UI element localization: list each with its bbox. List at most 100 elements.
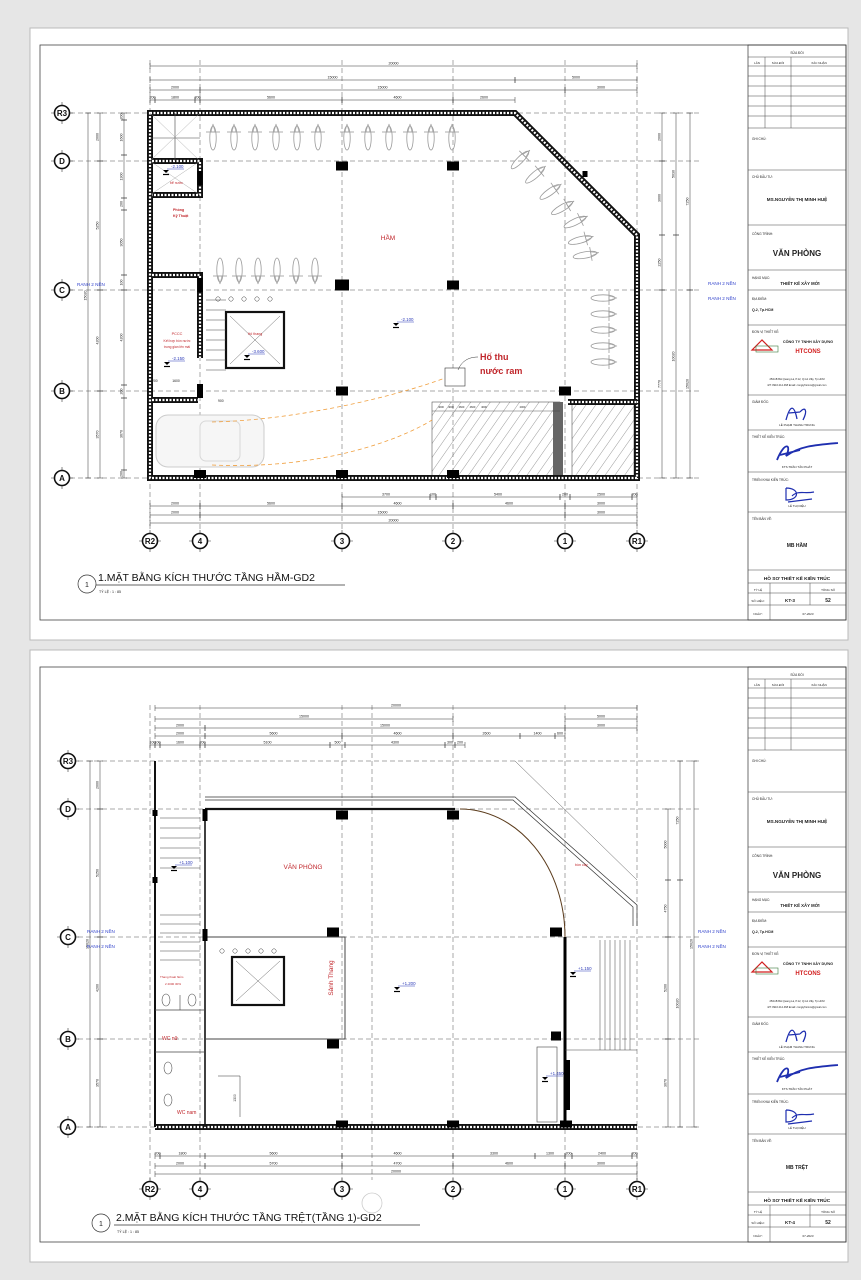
level-triangle-icon bbox=[163, 170, 169, 173]
motorbike-icon bbox=[551, 198, 575, 216]
column bbox=[152, 877, 158, 883]
toilet-fixture-icon bbox=[271, 948, 277, 954]
company-address: 25/11B Bùi Quang Là, P.12, Q.Gò Vấp, Tp.… bbox=[769, 999, 824, 1003]
grid-bubble-label: 3 bbox=[340, 1185, 345, 1194]
shaft-cross bbox=[149, 160, 201, 196]
grid-bubble-label: D bbox=[59, 157, 65, 166]
boundary-label: RANH 2 NỀN bbox=[708, 295, 736, 301]
room-label-fire-note: Kết hợp bồn nước bbox=[164, 339, 191, 343]
grid-bubble-label: B bbox=[65, 1035, 71, 1044]
grid-bubble: R3 bbox=[57, 750, 79, 772]
motorbike-body bbox=[406, 125, 414, 151]
column bbox=[551, 1031, 561, 1041]
canopy-edge bbox=[205, 799, 634, 926]
dimension-text: 1300 bbox=[120, 173, 124, 181]
motorbike-front bbox=[608, 295, 618, 301]
dimension-text: 1600 bbox=[176, 741, 184, 745]
callout-drain-pit: Hố thu bbox=[480, 352, 509, 362]
grid-bubble-label: A bbox=[59, 474, 65, 483]
motorbike-front bbox=[312, 275, 318, 285]
column bbox=[336, 1120, 348, 1128]
grid-bubble-circle bbox=[59, 1118, 77, 1136]
boundary-label: RANH 2 NỀN bbox=[708, 280, 736, 286]
column bbox=[152, 810, 158, 816]
motorbike-body bbox=[572, 250, 598, 260]
project-name: VĂN PHÒNG bbox=[773, 871, 821, 880]
drain-pit bbox=[444, 367, 466, 387]
revision-header: SỬA ĐỔI bbox=[790, 672, 803, 677]
revision-col-lan: LẦN bbox=[754, 683, 760, 687]
dimension-text: 2000 bbox=[171, 86, 179, 90]
dimension-text: 4600 bbox=[394, 1152, 402, 1156]
dimension-text: 1600 bbox=[172, 379, 180, 383]
total-label: TỔNG SỐ bbox=[821, 1209, 836, 1214]
dimension-text: 3570 bbox=[96, 1079, 100, 1087]
level-text: +1.150 bbox=[578, 966, 592, 971]
dimension-text: 4750 bbox=[664, 905, 668, 913]
dimension-text: 3000 bbox=[597, 86, 605, 90]
dimension-text: 2000 bbox=[96, 133, 100, 141]
dimension-text: 7250 bbox=[676, 817, 680, 825]
dimension-text: 3570 bbox=[96, 431, 100, 439]
grid-bubble-circle bbox=[53, 382, 71, 400]
motorbike-icon bbox=[590, 323, 618, 337]
dimension-text: 3070 bbox=[664, 1079, 668, 1087]
dimension-text: 600 bbox=[557, 732, 563, 736]
dimension-text: 200 bbox=[120, 389, 124, 395]
owner-name: MS.NGUYỄN THỊ MINH HUỆ bbox=[767, 817, 828, 824]
developer-name: LÊ THỊ DIỆU bbox=[788, 503, 805, 508]
column bbox=[335, 279, 349, 291]
boundary-label: RANH 2 NỀN bbox=[87, 928, 115, 934]
dimension-text: 200 bbox=[155, 1152, 161, 1156]
dimension-text: 5250 bbox=[96, 222, 100, 230]
motorbike-icon bbox=[382, 123, 396, 151]
motorbike-front bbox=[608, 343, 618, 349]
toilet-icon bbox=[187, 993, 197, 1007]
motorbike-body bbox=[209, 125, 217, 151]
ramp-dimension-text: 2000 bbox=[520, 405, 526, 409]
designer-label: ĐƠN VỊ THIẾT KẾ: bbox=[752, 951, 779, 956]
designer-label: ĐƠN VỊ THIẾT KẾ: bbox=[752, 329, 779, 334]
set-title: HỒ SƠ THIẾT KẾ KIẾN TRÚC bbox=[764, 1197, 831, 1204]
grid-bubble-circle bbox=[628, 532, 646, 550]
level-marker: -2.100 bbox=[393, 317, 414, 329]
dimension-text: 2250 bbox=[658, 259, 662, 267]
grid-bubble: 4 bbox=[189, 1178, 211, 1200]
motorbike-icon bbox=[289, 257, 303, 285]
grid-bubble: A bbox=[57, 1116, 79, 1138]
owner-name: MS.NGUYỄN THỊ MINH HUỆ bbox=[767, 195, 828, 202]
level-triangle-icon bbox=[244, 355, 250, 358]
column bbox=[560, 1120, 572, 1128]
motorbike-icon bbox=[361, 123, 375, 151]
dimension-text: 4600 bbox=[394, 502, 402, 506]
dimension-text: 2000 bbox=[176, 732, 184, 736]
dimension-text: 15020 bbox=[686, 379, 690, 389]
grid-bubble: A bbox=[51, 467, 73, 489]
title-block-frame bbox=[747, 666, 847, 1243]
total-sheets: 52 bbox=[825, 1220, 831, 1226]
boundary-label: RANH 2 NỀN bbox=[698, 943, 726, 949]
motorbike-icon bbox=[567, 231, 594, 246]
motorbike-icon bbox=[590, 339, 618, 353]
column bbox=[197, 171, 203, 185]
dimension-text: 200 bbox=[195, 96, 201, 100]
architect-name: KTS.TRẦN TẤN PHÁT bbox=[782, 1086, 813, 1091]
motorbike-icon bbox=[445, 123, 459, 151]
dimension-text: 300 bbox=[447, 741, 453, 745]
dimension-text: 20000 bbox=[389, 519, 399, 523]
grid-bubble-circle bbox=[333, 532, 351, 550]
toilet-fixture-icon bbox=[228, 296, 234, 302]
dimension-text: 1300 bbox=[546, 1152, 554, 1156]
dimension-text: 5200 bbox=[664, 984, 668, 992]
motorbike-front bbox=[217, 275, 223, 285]
motorbike-body bbox=[590, 342, 616, 350]
revision-header: SỬA ĐỔI bbox=[790, 50, 803, 55]
level-text: -2.150 bbox=[172, 356, 185, 361]
dimension-text: 5600 bbox=[270, 732, 278, 736]
view-scale: TỶ LỆ : 1 : 85 bbox=[117, 1229, 139, 1234]
dimension-text: 15000 bbox=[378, 86, 388, 90]
owner-label: CHỦ ĐẦU TƯ: bbox=[752, 174, 773, 179]
dimension-text: 2000 bbox=[176, 1162, 184, 1166]
column bbox=[202, 929, 208, 941]
